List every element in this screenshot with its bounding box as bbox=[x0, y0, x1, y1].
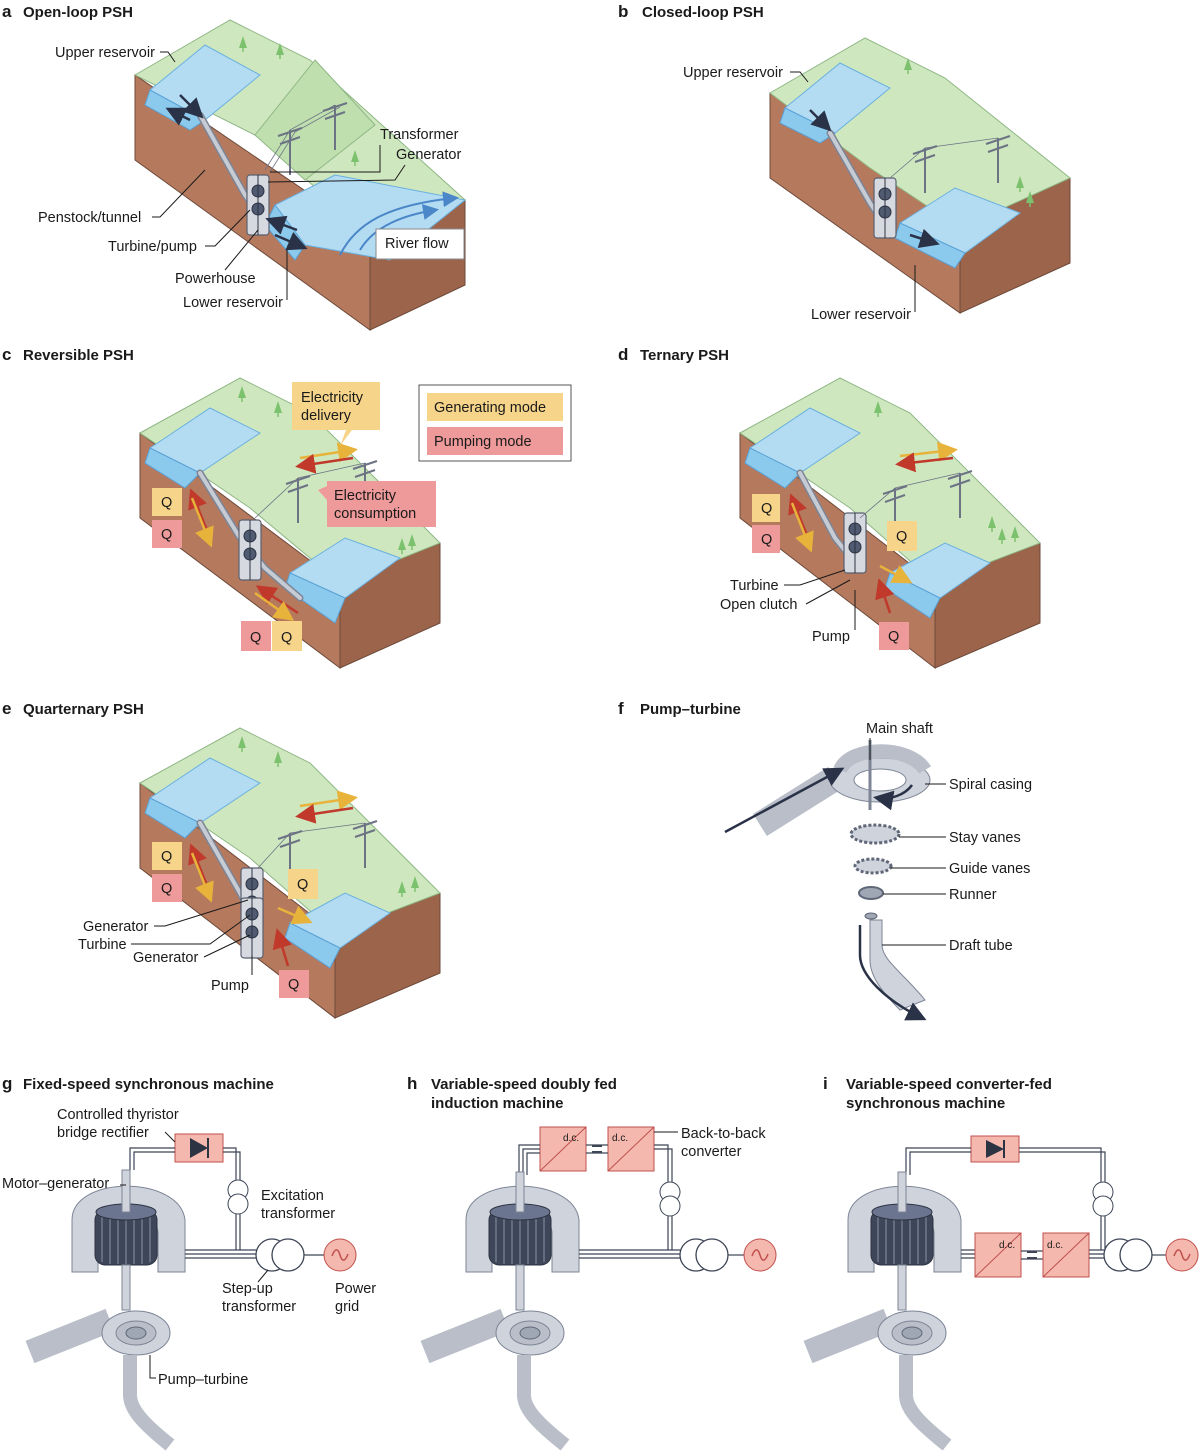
label-powerhouse: Powerhouse bbox=[175, 271, 256, 287]
panel-f-title: Pump–turbine bbox=[640, 701, 741, 718]
panel-d-landscape bbox=[739, 377, 1041, 670]
q-pump-upper-d: Q bbox=[761, 532, 772, 548]
legend-pumping: Pumping mode bbox=[434, 434, 532, 450]
panel-f: f Pump–turbine Main shaft Spiral casing … bbox=[618, 699, 1032, 1021]
q-gen-lower-d: Q bbox=[896, 529, 907, 545]
label-stay-vanes: Stay vanes bbox=[949, 830, 1021, 846]
label-open-clutch: Open clutch bbox=[720, 597, 797, 613]
label-motor-generator: Motor–generator bbox=[2, 1176, 109, 1192]
panel-c-title: Reversible PSH bbox=[23, 347, 134, 364]
q-gen-upper-c: Q bbox=[161, 495, 172, 511]
label-penstock: Penstock/tunnel bbox=[38, 210, 141, 226]
panel-e-landscape bbox=[139, 727, 441, 1020]
q-pump-lower-d: Q bbox=[888, 629, 899, 645]
label-turbine-d: Turbine bbox=[730, 578, 779, 594]
label-lower-reservoir-a: Lower reservoir bbox=[183, 295, 283, 311]
panel-h-letter: h bbox=[407, 1074, 417, 1093]
panel-a: a Open-loop PSH bbox=[2, 2, 467, 331]
label-generator-a: Generator bbox=[396, 147, 461, 163]
panel-e-title: Quarternary PSH bbox=[23, 701, 144, 718]
label-river-flow: River flow bbox=[385, 236, 449, 252]
legend-generating-swatch bbox=[427, 393, 563, 421]
label-upper-reservoir-b: Upper reservoir bbox=[683, 65, 783, 81]
panel-g-letter: g bbox=[2, 1074, 12, 1093]
panel-a-letter: a bbox=[2, 2, 12, 21]
panel-g-title: Fixed-speed synchronous machine bbox=[23, 1076, 274, 1093]
dc-label-i2: d.c. bbox=[1047, 1240, 1063, 1251]
panel-a-landscape bbox=[133, 19, 467, 331]
label-spiral-casing: Spiral casing bbox=[949, 777, 1032, 793]
q-pump-lower-e: Q bbox=[288, 977, 299, 993]
q-gen-upper-e: Q bbox=[161, 849, 172, 865]
consumption-callout bbox=[318, 481, 436, 527]
panel-e: e Quarternary PSH bbox=[2, 699, 441, 1020]
panel-b-landscape bbox=[769, 37, 1071, 314]
label-draft-tube: Draft tube bbox=[949, 938, 1013, 954]
label-pump-turbine-g: Pump–turbine bbox=[158, 1372, 248, 1388]
panel-e-letter: e bbox=[2, 699, 11, 718]
label-generator-e1: Generator bbox=[83, 919, 148, 935]
label-runner: Runner bbox=[949, 887, 997, 903]
label-generator-e2: Generator bbox=[133, 950, 198, 966]
panel-b: b Closed-loop PSH Upper reservoir Lower … bbox=[618, 2, 1071, 323]
pump-turbine-exploded bbox=[724, 740, 931, 1021]
dc-label-h2: d.c. bbox=[612, 1133, 628, 1144]
panel-c: c Reversible PSH bbox=[2, 345, 572, 669]
label-transformer: Transformer bbox=[380, 127, 459, 143]
q-pump-upper-e: Q bbox=[161, 881, 172, 897]
panel-b-title: Closed-loop PSH bbox=[642, 4, 764, 21]
label-turbine-pump: Turbine/pump bbox=[108, 239, 197, 255]
panel-d-letter: d bbox=[618, 345, 628, 364]
panel-b-letter: b bbox=[618, 2, 628, 21]
panel-c-landscape bbox=[139, 377, 441, 669]
label-upper-reservoir-a: Upper reservoir bbox=[55, 45, 155, 61]
panel-a-title: Open-loop PSH bbox=[23, 4, 133, 21]
panel-d: d Ternary PSH Q bbox=[618, 345, 1041, 670]
panel-i-letter: i bbox=[823, 1074, 828, 1093]
dc-label-i1: d.c. bbox=[999, 1240, 1015, 1251]
panel-f-letter: f bbox=[618, 699, 624, 718]
q-gen-lower-c: Q bbox=[281, 630, 292, 646]
label-lower-reservoir-b: Lower reservoir bbox=[811, 307, 911, 323]
label-turbine-e: Turbine bbox=[78, 937, 127, 953]
panel-g: g Fixed-speed synchronous machine bbox=[2, 1074, 376, 1451]
legend-generating: Generating mode bbox=[434, 400, 546, 416]
dc-label-h1: d.c. bbox=[563, 1133, 579, 1144]
river-flow-box bbox=[375, 228, 465, 260]
label-pump-e: Pump bbox=[211, 978, 249, 994]
label-main-shaft: Main shaft bbox=[866, 721, 933, 737]
q-gen-lower-e: Q bbox=[297, 877, 308, 893]
q-pump-lower-c: Q bbox=[250, 630, 261, 646]
q-gen-upper-d: Q bbox=[761, 501, 772, 517]
panel-c-letter: c bbox=[2, 345, 11, 364]
legend-pumping-swatch bbox=[427, 427, 563, 455]
panel-d-title: Ternary PSH bbox=[640, 347, 729, 364]
q-pump-upper-c: Q bbox=[161, 527, 172, 543]
delivery-callout bbox=[292, 382, 380, 446]
label-pump-d: Pump bbox=[812, 629, 850, 645]
label-guide-vanes: Guide vanes bbox=[949, 861, 1030, 877]
